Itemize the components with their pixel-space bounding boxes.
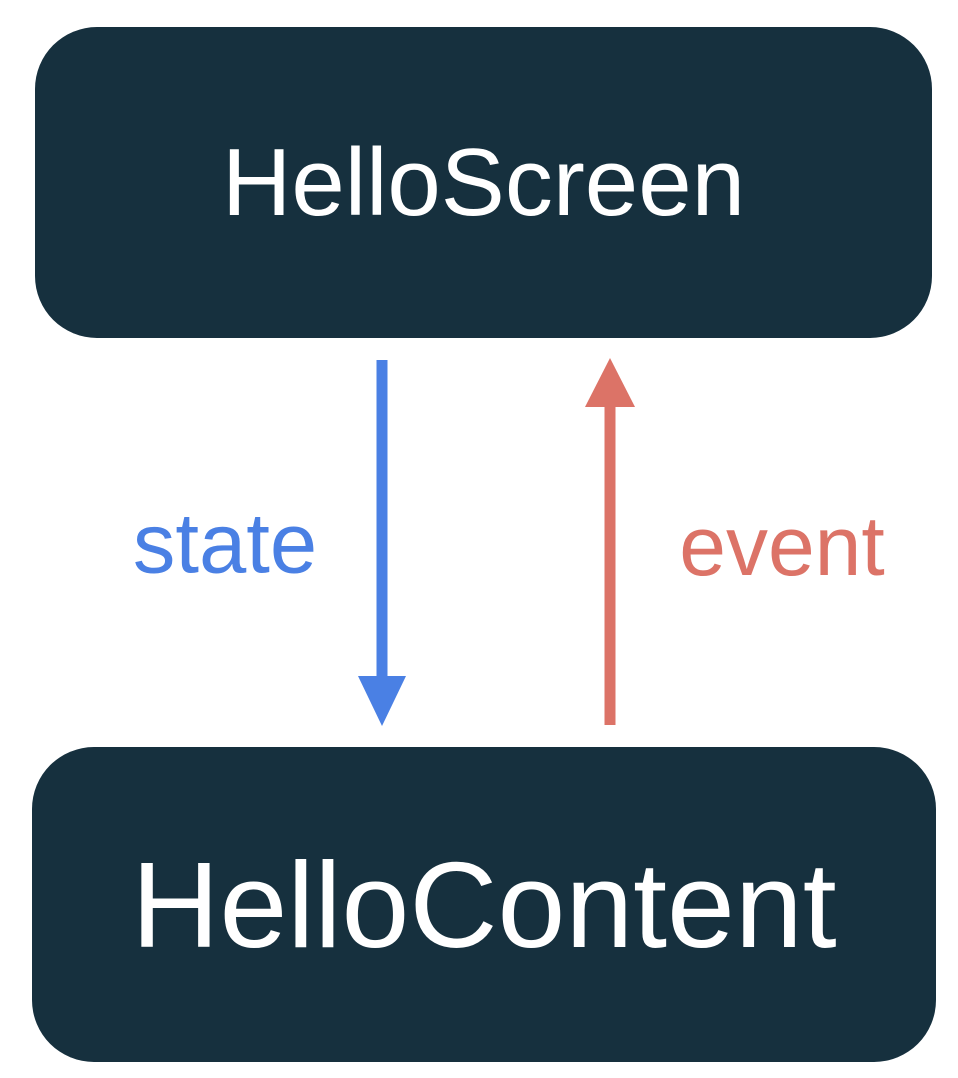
event-label: event (679, 499, 885, 593)
event-arrowhead-up-icon (585, 358, 635, 407)
event-arrow (585, 358, 635, 725)
state-label: state (132, 496, 318, 592)
hello-screen-label: HelloScreen (222, 128, 745, 236)
hello-content-label: HelloContent (131, 836, 837, 973)
hello-screen-box: HelloScreen (35, 27, 932, 338)
state-arrow (358, 360, 406, 726)
state-arrowhead-down-icon (358, 676, 406, 726)
hello-content-box: HelloContent (32, 747, 936, 1062)
